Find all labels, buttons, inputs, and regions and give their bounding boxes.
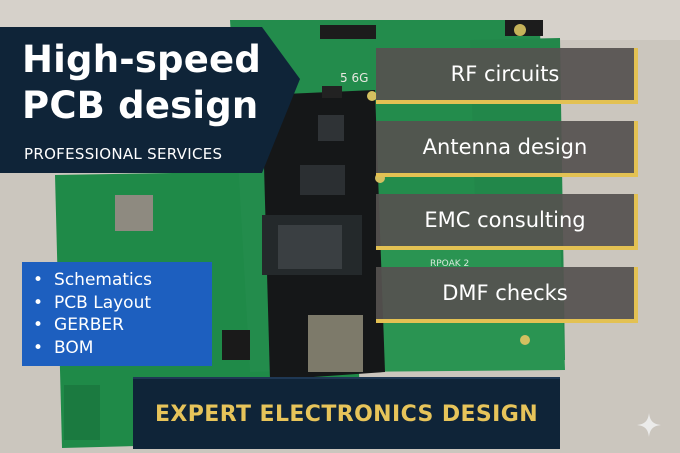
service-antenna-design: Antenna design [376, 121, 638, 177]
page-title-line1: High-speed [22, 38, 262, 81]
title-panel [0, 27, 300, 173]
board-silkscreen-label: RPOAK 2 [430, 259, 469, 269]
page-title-line2: PCB design [22, 84, 259, 127]
deliverable-item: BOM [33, 337, 212, 360]
service-dmf-checks: DMF checks [376, 267, 638, 323]
board-model-label: 5 6G [340, 71, 368, 85]
deliverables-box: Schematics PCB Layout GERBER BOM [22, 262, 212, 366]
deliverables-list: Schematics PCB Layout GERBER BOM [22, 262, 212, 359]
deliverable-item: Schematics [33, 269, 212, 292]
banner-text: EXPERT ELECTRONICS DESIGN [154, 401, 539, 427]
sparkle-icon [637, 413, 661, 437]
service-rf-circuits: RF circuits [376, 48, 638, 104]
service-emc-consulting: EMC consulting [376, 194, 638, 250]
deliverable-item: PCB Layout [33, 292, 212, 315]
subtitle: PROFESSIONAL SERVICES [24, 145, 223, 163]
deliverable-item: GERBER [33, 314, 212, 337]
bottom-banner: EXPERT ELECTRONICS DESIGN [133, 377, 560, 449]
